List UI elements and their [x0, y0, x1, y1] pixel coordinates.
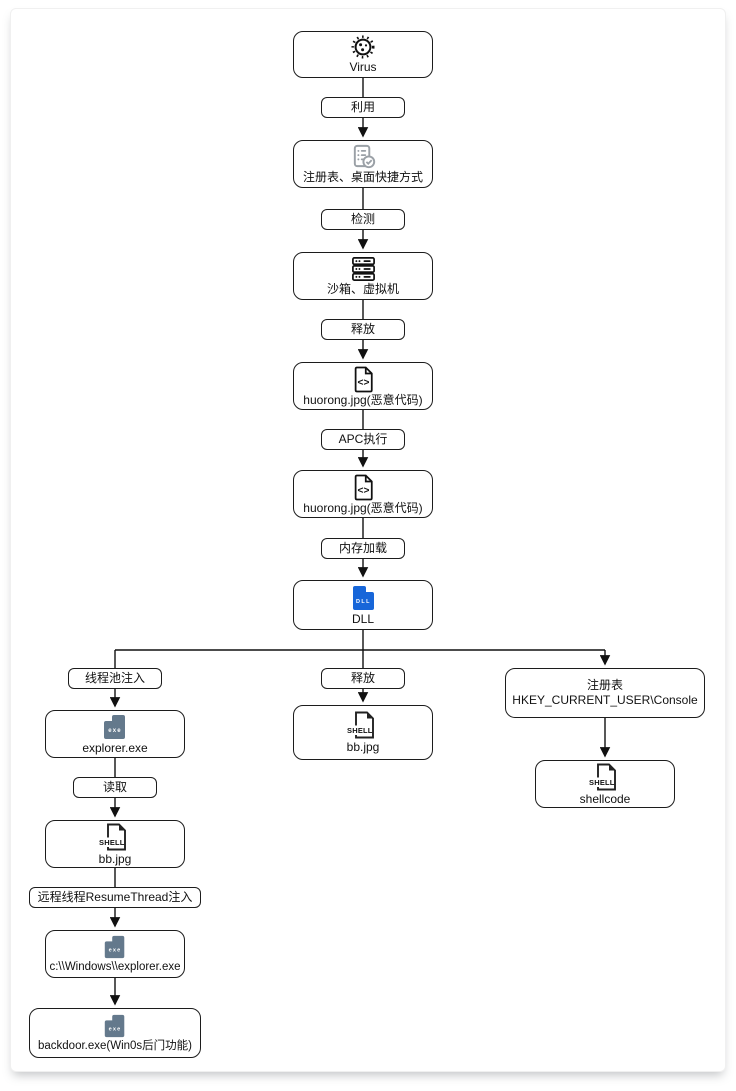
edge-label-resume-inject: 远程线程ResumeThread注入: [29, 887, 201, 908]
edge-label-read: 读取: [73, 777, 157, 798]
svg-text:SHELL: SHELL: [99, 838, 125, 847]
exe-file-icon: exe: [102, 1013, 128, 1039]
edge-label-detect: 检测: [321, 209, 405, 230]
svg-text:SHELL: SHELL: [347, 726, 373, 735]
node-huorong-1: <> huorong.jpg(恶意代码): [293, 362, 433, 410]
clipboard-check-icon: [350, 143, 377, 170]
node-huorong-2: <> huorong.jpg(恶意代码): [293, 470, 433, 518]
exe-file-icon: exe: [102, 934, 128, 960]
node-label: backdoor.exe(Win0s后门功能): [37, 1039, 193, 1052]
node-backdoor: exe backdoor.exe(Win0s后门功能): [29, 1008, 201, 1058]
node-dll: DLL DLL: [293, 580, 433, 630]
node-label: c:\\Windows\\explorer.exe: [49, 960, 181, 973]
node-bb-left: SHELL bb.jpg: [45, 820, 185, 868]
svg-text:exe: exe: [109, 1027, 122, 1033]
code-file-icon: <>: [351, 473, 375, 501]
node-label: DLL: [351, 611, 374, 626]
shell-file-icon: SHELL: [97, 822, 133, 852]
exe-file-icon: exe: [102, 713, 128, 741]
node-label: bb.jpg: [346, 740, 380, 755]
node-label: huorong.jpg(恶意代码): [303, 500, 423, 515]
node-explorer: exe explorer.exe: [45, 710, 185, 758]
edge-label-threadpool-inject: 线程池注入: [68, 668, 162, 689]
svg-text:<>: <>: [358, 485, 370, 496]
dll-file-icon: DLL: [350, 584, 376, 612]
edge-label-drop-2: 释放: [321, 668, 405, 689]
svg-text:DLL: DLL: [356, 599, 371, 605]
svg-text:exe: exe: [109, 948, 122, 954]
edge-label-memory-load: 内存加载: [321, 538, 405, 559]
shell-file-icon: SHELL: [345, 710, 381, 740]
node-label: 注册表、桌面快捷方式: [302, 170, 423, 185]
server-icon: [350, 256, 377, 282]
svg-text:exe: exe: [108, 728, 122, 734]
node-label: shellcode: [579, 791, 631, 806]
node-registry-shortcut: 注册表、桌面快捷方式: [293, 140, 433, 188]
svg-text:SHELL: SHELL: [589, 778, 615, 787]
node-bb-mid: SHELL bb.jpg: [293, 705, 433, 760]
node-virus: Virus: [293, 31, 433, 78]
node-registry-console: 注册表 HKEY_CURRENT_USER\Console: [505, 668, 705, 718]
node-shellcode: SHELL shellcode: [535, 760, 675, 808]
node-label: huorong.jpg(恶意代码): [303, 392, 423, 407]
node-label-line2: HKEY_CURRENT_USER\Console: [512, 692, 698, 707]
node-label: bb.jpg: [98, 851, 132, 866]
edge-label-apc-exec: APC执行: [321, 429, 405, 450]
node-label: explorer.exe: [82, 740, 148, 755]
node-sandbox: 沙箱、虚拟机: [293, 252, 433, 300]
node-windows-explorer: exe c:\\Windows\\explorer.exe: [45, 930, 185, 978]
code-file-icon: <>: [351, 365, 375, 393]
edge-label-exploit: 利用: [321, 97, 405, 118]
node-label: Virus: [349, 60, 377, 75]
virus-icon: [350, 34, 376, 60]
node-label: 沙箱、虚拟机: [326, 281, 399, 296]
node-label-line1: 注册表: [586, 677, 623, 692]
shell-file-icon: SHELL: [587, 762, 623, 792]
svg-text:<>: <>: [358, 377, 370, 388]
edge-label-drop-1: 释放: [321, 319, 405, 340]
